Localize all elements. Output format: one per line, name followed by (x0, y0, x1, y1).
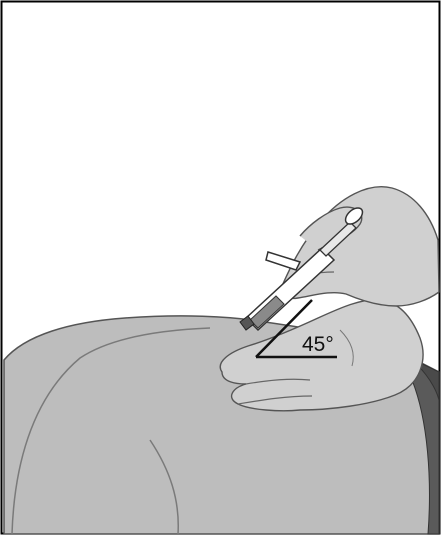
syringe-flange (266, 252, 300, 270)
holding-hand (281, 187, 439, 306)
angle-label: 45° (302, 333, 334, 356)
